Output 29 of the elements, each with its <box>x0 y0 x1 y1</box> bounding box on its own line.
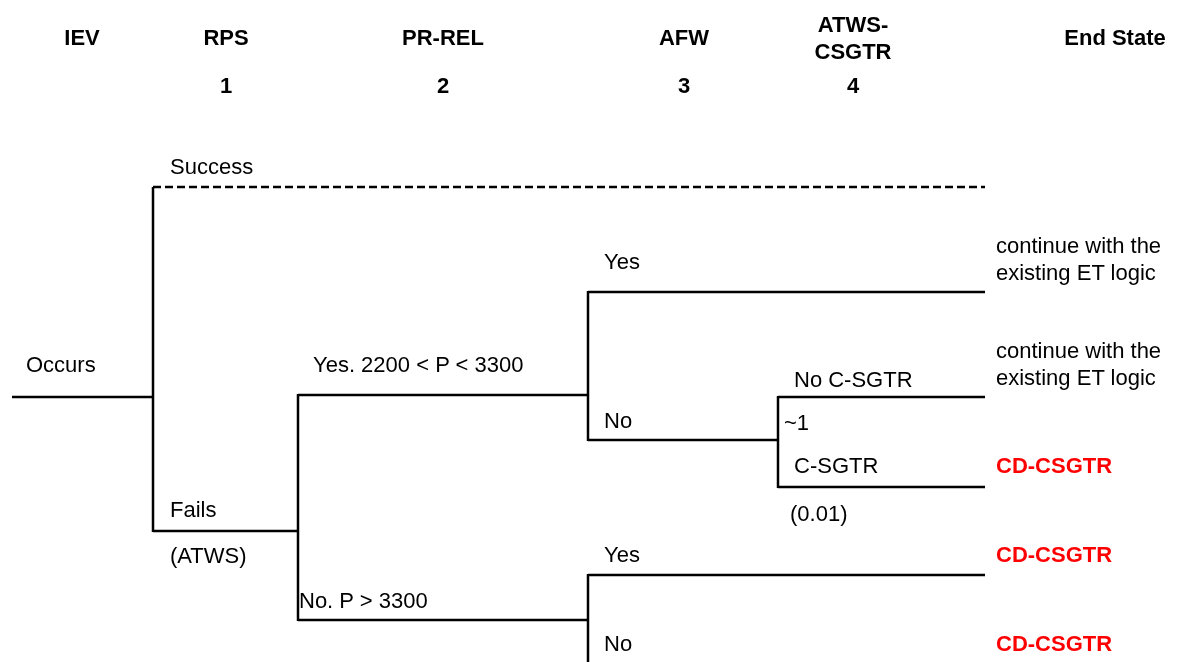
event-number: 1 <box>219 71 233 99</box>
end-state-label: CD-CSGTR <box>996 540 1113 568</box>
branch-label: No. P > 3300 <box>299 586 428 614</box>
branch-label: No C-SGTR <box>794 365 913 393</box>
event-number: 2 <box>436 71 450 99</box>
end-state-label: CD-CSGTR <box>996 451 1113 479</box>
branch-label: Success <box>170 152 254 180</box>
column-header: IEV <box>64 23 100 51</box>
branch-label: Fails <box>170 495 217 523</box>
column-header: End State <box>1064 23 1166 51</box>
branch-label: (ATWS) <box>170 541 247 569</box>
column-header: PR-REL <box>402 23 484 51</box>
column-header: ATWS-CSGTR <box>813 11 893 65</box>
branch-label: C-SGTR <box>794 451 879 479</box>
probability-label: (0.01) <box>790 499 848 527</box>
event-number: 4 <box>846 71 860 99</box>
probability-label: ~1 <box>784 408 810 436</box>
branch-label: Yes <box>604 247 640 275</box>
branch-label: No <box>604 629 633 657</box>
branch-label: Occurs <box>26 350 96 378</box>
branch-label: Yes. 2200 < P < 3300 <box>313 350 524 378</box>
end-state-label: continue with the existing ET logic <box>996 232 1163 286</box>
end-state-label: continue with the existing ET logic <box>996 337 1163 391</box>
event-number: 3 <box>677 71 691 99</box>
branch-label: No <box>604 406 633 434</box>
branch-label: Yes <box>604 540 640 568</box>
end-state-label: CD-CSGTR <box>996 629 1113 657</box>
column-header: AFW <box>658 23 710 51</box>
column-header: RPS <box>203 23 249 51</box>
